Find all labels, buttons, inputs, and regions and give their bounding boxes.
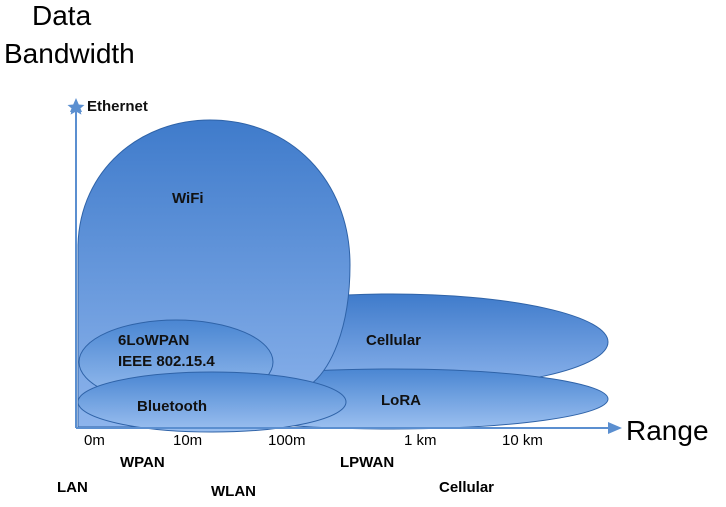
y-axis-title-line1: Data xyxy=(32,0,92,31)
ethernet-label: Ethernet xyxy=(87,98,148,115)
category-wlan: WLAN xyxy=(211,483,256,500)
range-tick-10m: 10m xyxy=(173,432,203,449)
range-tick-1km: 1 km xyxy=(404,432,437,449)
category-lpwan: LPWAN xyxy=(340,454,395,471)
range-tick-100m: 100m xyxy=(268,432,306,449)
x-axis-arrowhead xyxy=(608,422,622,434)
lora-label: LoRA xyxy=(381,392,421,409)
category-lan: LAN xyxy=(57,479,88,496)
range-tick-10km: 10 km xyxy=(502,432,543,449)
category-wpan: WPAN xyxy=(120,454,165,471)
category-cellular: Cellular xyxy=(439,479,495,496)
sixlowpan-label-line1: 6LoWPAN xyxy=(118,332,190,349)
wifi-label: WiFi xyxy=(172,190,204,207)
bluetooth-ellipse xyxy=(77,371,347,433)
ethernet-star-icon xyxy=(67,99,85,115)
range-tick-0m: 0m xyxy=(84,432,105,449)
cellular-label: Cellular xyxy=(366,332,422,349)
bluetooth-label: Bluetooth xyxy=(137,398,207,415)
x-axis-title: Range xyxy=(626,415,709,446)
sixlowpan-label-line2: IEEE 802.15.4 xyxy=(118,353,215,370)
y-axis-title-line2: Bandwidth xyxy=(4,38,135,69)
